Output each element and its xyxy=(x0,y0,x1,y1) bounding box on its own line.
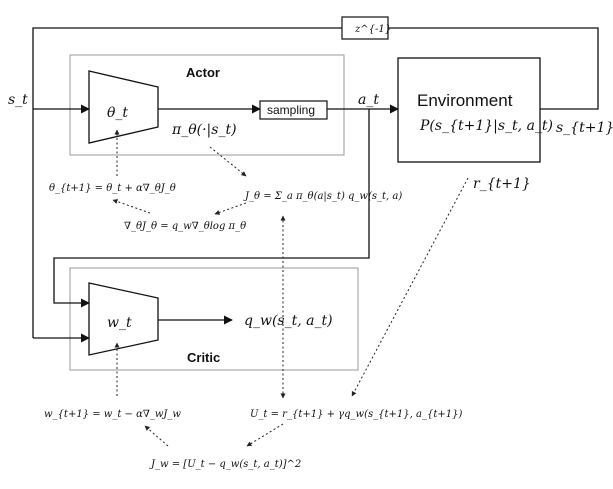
action-to-critic-line xyxy=(53,109,370,308)
feedback-line-left xyxy=(32,27,342,338)
action-label: a_t xyxy=(358,92,379,108)
td-to-loss-dash xyxy=(246,423,284,447)
policy-to-objective-dash xyxy=(209,146,247,177)
critic-box xyxy=(69,267,359,371)
state-in-label: s_t xyxy=(8,92,28,108)
actor-param-label: θ_t xyxy=(107,105,128,121)
sampling-label: sampling xyxy=(267,103,315,117)
state-next-label: s_{t+1} xyxy=(556,120,613,136)
reward-to-td-dash xyxy=(351,177,469,397)
actor-update-equation: θ_{t+1} = θ_t + α∇_θJ_θ xyxy=(49,183,176,194)
reward-label: r_{t+1} xyxy=(473,176,531,192)
q-value-label: q_w(s_t, a_t) xyxy=(244,313,333,329)
td-target-equation: U_t = r_{t+1} + γq_w(s_{t+1}, a_{t+1}) xyxy=(250,409,462,420)
feedback-line xyxy=(388,27,599,110)
critic-param-label: w_t xyxy=(107,315,132,331)
loss-to-critic-update-dash xyxy=(144,425,169,447)
actor-box xyxy=(69,54,345,156)
critic-loss-equation: J_w = [U_t − q_w(s_t, a_t)]^2 xyxy=(149,459,301,470)
actor-label: Actor xyxy=(186,65,220,80)
policy-label: π_θ(·|s_t) xyxy=(171,122,237,138)
critic-label: Critic xyxy=(187,350,220,365)
delay-label: z^{-1} xyxy=(354,24,391,35)
critic-update-equation: w_{t+1} = w_t − α∇_wJ_w xyxy=(44,409,181,420)
objective-to-gradient-dash xyxy=(214,202,247,215)
objective-equation: J_θ = Σ_a π_θ(a|s_t) q_w(s_t, a) xyxy=(243,191,402,202)
environment-model: P(s_{t+1}|s_t, a_t) xyxy=(419,118,553,134)
environment-box xyxy=(397,57,541,163)
environment-label: Environment xyxy=(417,91,513,110)
gradient-to-update-dash xyxy=(112,199,151,214)
actor-network-shape xyxy=(88,70,159,144)
critic-network-shape xyxy=(88,282,159,356)
policy-gradient-equation: ∇_θJ_θ = q_w∇_θlog π_θ xyxy=(124,221,246,232)
